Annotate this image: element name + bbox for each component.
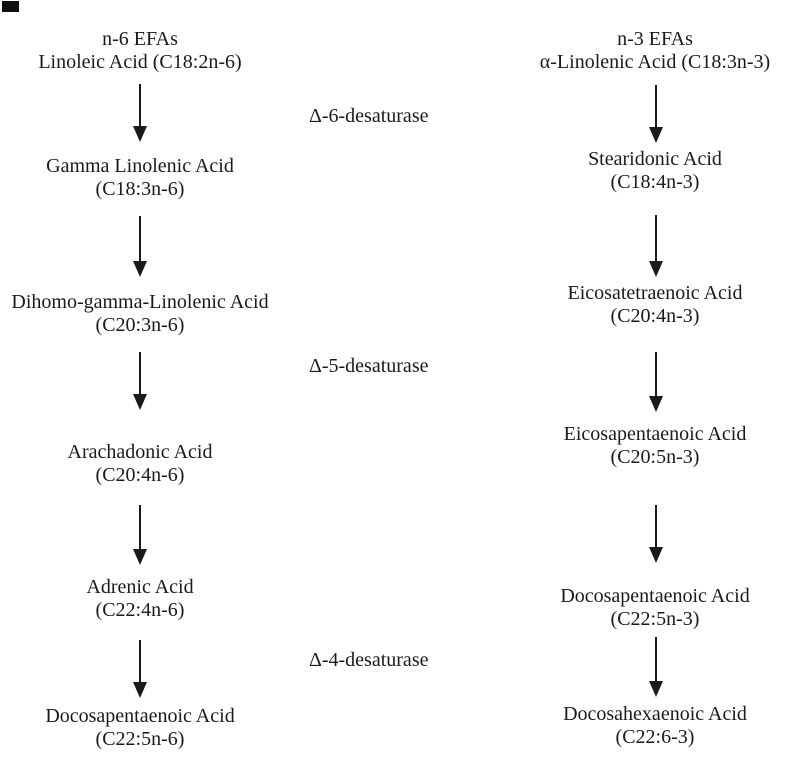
- flow-arrow-n6-2: [133, 216, 147, 277]
- node-arachadonic-acid: Arachadonic Acid (C20:4n-6): [0, 441, 290, 487]
- node-label: α-Linolenic Acid (C18:3n-3): [539, 51, 771, 73]
- enzyme-label-delta-4-desaturase: Δ-4-desaturase: [309, 649, 429, 671]
- node-formula: (C20:3n-6): [95, 314, 185, 336]
- node-formula: (C18:4n-3): [610, 171, 700, 193]
- arrow-head-icon: [133, 549, 147, 565]
- node-docosahexaenoic-acid: Docosahexaenoic Acid (C22:6-3): [500, 703, 785, 749]
- flow-arrow-n3-5: [649, 637, 663, 697]
- node-label: Adrenic Acid: [86, 576, 194, 598]
- flow-arrow-n6-3: [133, 352, 147, 410]
- node-n6-docosapentaenoic-acid: Docosapentaenoic Acid (C22:5n-6): [0, 705, 290, 751]
- enzyme-label-delta-5-desaturase: Δ-5-desaturase: [309, 355, 429, 377]
- node-label: Eicosapentaenoic Acid: [563, 423, 747, 445]
- arrow-shaft: [655, 85, 657, 128]
- arrow-head-icon: [649, 127, 663, 143]
- arrow-head-icon: [649, 547, 663, 563]
- flow-arrow-n3-1: [649, 85, 663, 143]
- flow-arrow-n6-1: [133, 84, 147, 142]
- node-formula: (C22:6-3): [615, 726, 695, 748]
- column-header-n6: n-6 EFAs: [102, 28, 178, 50]
- node-eicosatetraenoic-acid: Eicosatetraenoic Acid (C20:4n-3): [500, 282, 785, 328]
- arrow-shaft: [655, 215, 657, 262]
- flow-arrow-n6-5: [133, 640, 147, 698]
- node-formula: (C20:4n-3): [610, 305, 700, 327]
- node-label: Docosapentaenoic Acid: [560, 585, 750, 607]
- arrow-shaft: [139, 352, 141, 395]
- arrow-head-icon: [649, 396, 663, 412]
- node-formula: (C22:5n-6): [95, 728, 185, 750]
- node-formula: (C22:5n-3): [610, 608, 700, 630]
- node-gamma-linolenic-acid: Gamma Linolenic Acid (C18:3n-6): [0, 155, 290, 201]
- node-n6-linoleic-acid: n-6 EFAs Linoleic Acid (C18:2n-6): [0, 28, 290, 74]
- node-label: Gamma Linolenic Acid: [46, 155, 234, 177]
- arrow-shaft: [655, 352, 657, 397]
- node-formula: (C20:5n-3): [610, 446, 700, 468]
- node-label: Linoleic Acid (C18:2n-6): [38, 51, 242, 73]
- node-eicosapentaenoic-acid: Eicosapentaenoic Acid (C20:5n-3): [500, 423, 785, 469]
- node-formula: (C20:4n-6): [95, 464, 185, 486]
- node-label: Eicosatetraenoic Acid: [567, 282, 743, 304]
- arrow-shaft: [655, 505, 657, 548]
- arrow-shaft: [139, 84, 141, 127]
- arrow-shaft: [139, 216, 141, 262]
- node-formula: (C22:4n-6): [95, 599, 185, 621]
- arrow-head-icon: [133, 394, 147, 410]
- arrow-head-icon: [133, 682, 147, 698]
- arrow-head-icon: [133, 126, 147, 142]
- node-label: Dihomo-gamma-Linolenic Acid: [11, 291, 269, 313]
- arrow-shaft: [655, 637, 657, 682]
- arrow-head-icon: [649, 681, 663, 697]
- scan-artifact-mark: [2, 1, 19, 12]
- arrow-shaft: [139, 640, 141, 683]
- flow-arrow-n3-3: [649, 352, 663, 412]
- node-label: Docosapentaenoic Acid: [45, 705, 235, 727]
- node-adrenic-acid: Adrenic Acid (C22:4n-6): [0, 576, 290, 622]
- flow-arrow-n3-2: [649, 215, 663, 277]
- node-n3-alpha-linolenic-acid: n-3 EFAs α-Linolenic Acid (C18:3n-3): [500, 28, 785, 74]
- node-label: Arachadonic Acid: [67, 441, 213, 463]
- flow-arrow-n6-4: [133, 505, 147, 565]
- node-dihomo-gamma-linolenic-acid: Dihomo-gamma-Linolenic Acid (C20:3n-6): [0, 291, 290, 337]
- column-header-n3: n-3 EFAs: [617, 28, 693, 50]
- arrow-head-icon: [133, 261, 147, 277]
- arrow-shaft: [139, 505, 141, 550]
- node-label: Stearidonic Acid: [588, 148, 722, 170]
- arrow-head-icon: [649, 261, 663, 277]
- node-n3-docosapentaenoic-acid: Docosapentaenoic Acid (C22:5n-3): [500, 585, 785, 631]
- node-label: Docosahexaenoic Acid: [563, 703, 747, 725]
- enzyme-label-delta-6-desaturase: Δ-6-desaturase: [309, 105, 429, 127]
- node-stearidonic-acid: Stearidonic Acid (C18:4n-3): [500, 148, 785, 194]
- node-formula: (C18:3n-6): [95, 178, 185, 200]
- flow-arrow-n3-4: [649, 505, 663, 563]
